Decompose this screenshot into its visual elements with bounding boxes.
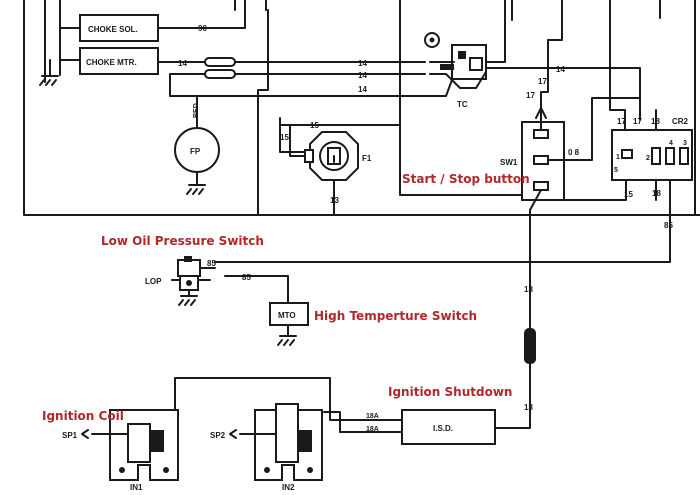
wire-15-label-c: 15 (624, 190, 633, 199)
wire-14-label-d: 14 (358, 85, 367, 94)
wire-15-label-a: 15 (310, 121, 319, 130)
sp1-label: SP1 (62, 431, 78, 440)
cr2-relay: 1 2 3 4 5 CR2 17 17 18 (611, 117, 693, 181)
wire-18-label-c: 18 (524, 285, 533, 294)
isd-module: I.S.D. (401, 409, 496, 445)
wire-15-label-b: 15 (280, 133, 289, 142)
wire-18a-label-2: 18A (366, 426, 379, 433)
cr2-pin-5: 5 (614, 167, 618, 174)
ignition-shutdown-annotation: Ignition Shutdown (388, 385, 512, 399)
ignition-coil-annotation: Ignition Coil (42, 409, 124, 423)
cr2-pin-2: 2 (646, 155, 650, 162)
wire-18a-label-1: 18A (366, 413, 379, 420)
frame-wires (23, 0, 700, 216)
in1-label: IN1 (130, 483, 143, 492)
cr2-pin-3: 3 (683, 140, 687, 147)
tc-switch: TC (424, 0, 506, 109)
fp-label: FP (190, 147, 201, 156)
tc-label: TC (457, 100, 468, 109)
wire-90-label: 90 (198, 24, 207, 33)
choke-ground-icon (39, 59, 59, 86)
wire-17-label-c: 17 (617, 117, 626, 126)
wire-18-label-b: 18 (652, 189, 661, 198)
isd-label: I.S.D. (433, 424, 453, 433)
cr2-label: CR2 (672, 117, 689, 126)
choke-mtr-label: CHOKE MTR. (86, 58, 137, 67)
ignition-coil-2: SP2 IN2 (210, 403, 323, 492)
red-wire-label: RED (193, 103, 200, 118)
wire-13-label: 13 (330, 196, 339, 205)
fuel-pump: FP RED (174, 95, 220, 195)
wire-85-label-b: 85 (207, 259, 216, 268)
sw1-label: SW1 (500, 158, 518, 167)
wire-14-label-c: 14 (358, 71, 367, 80)
wire-17-label-a: 17 (538, 77, 547, 86)
high-temp-annotation: High Temperture Switch (314, 309, 477, 323)
mto-label: MTO (278, 311, 296, 320)
start-stop-annotation: Start / Stop button (402, 172, 530, 186)
choke-mtr-box: CHOKE MTR. (79, 47, 159, 75)
cr2-pin-4: 4 (669, 140, 673, 147)
inline-connector-icon (524, 328, 536, 364)
f1-sensor: F1 15 15 13 (280, 121, 401, 216)
connector-plug-icon (204, 57, 236, 79)
wire-14-label-a: 14 (178, 59, 187, 68)
sp2-label: SP2 (210, 431, 226, 440)
cr2-pin-1: 1 (616, 154, 620, 161)
low-oil-annotation: Low Oil Pressure Switch (101, 234, 264, 248)
wire-14-label-e: 14 (556, 65, 565, 74)
ignition-coil-1: SP1 IN1 (62, 409, 179, 492)
wire-14-label-b: 14 (358, 59, 367, 68)
lop-label: LOP (145, 277, 162, 286)
wire-18-label-d: 18 (524, 403, 533, 412)
wire-17-label-d: 17 (633, 117, 642, 126)
in2-label: IN2 (282, 483, 295, 492)
choke-sol-box: CHOKE SOL. (79, 14, 159, 42)
f1-label: F1 (362, 154, 372, 163)
wire-17-label-b: 17 (526, 91, 535, 100)
wire-85-label-c: 85 (242, 273, 251, 282)
lop-switch: LOP 85 (145, 256, 216, 306)
mto-switch: MTO (269, 302, 309, 346)
choke-sol-label: CHOKE SOL. (88, 25, 138, 34)
wire-85-label-a: 85 (664, 221, 673, 230)
wire-08-label: 0 8 (568, 148, 580, 157)
